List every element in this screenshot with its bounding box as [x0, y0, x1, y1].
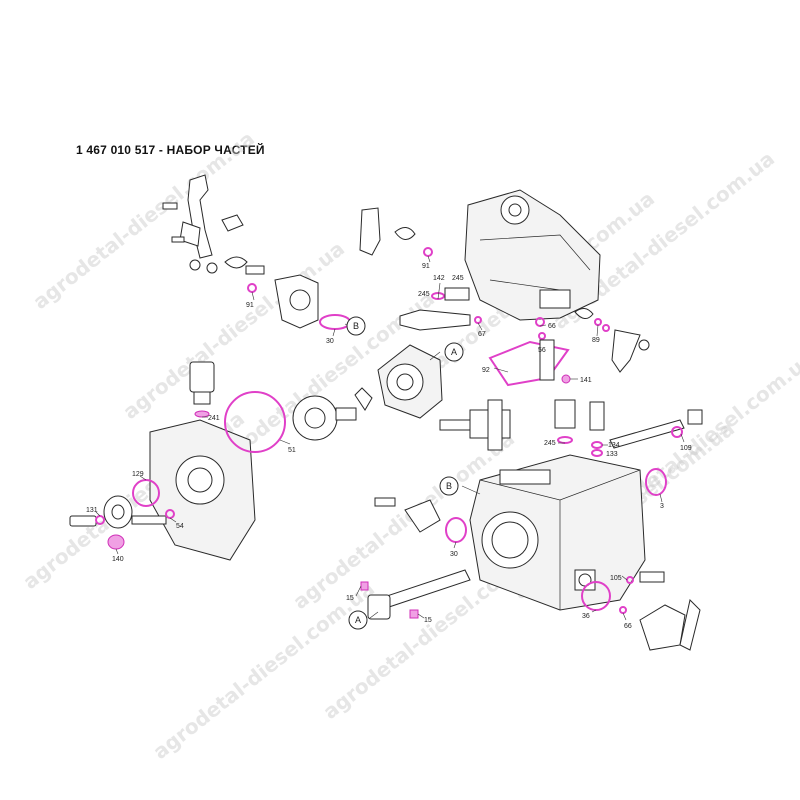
part-label: 30 [450, 551, 458, 558]
callout-B-upper: B [346, 316, 366, 336]
part-label: 89 [592, 337, 600, 344]
cover-gasket [488, 339, 571, 387]
callout-B-lower: B [439, 476, 459, 496]
key-15-upper [360, 581, 369, 591]
part-label: 105 [610, 575, 622, 582]
part-label: 142 [433, 275, 445, 282]
center-valves [439, 399, 703, 496]
part-label: 245 [452, 275, 464, 282]
part-label: 91 [246, 302, 254, 309]
seal-89a [594, 318, 602, 326]
seal-89b [602, 324, 610, 332]
part-label: 15 [424, 617, 432, 624]
cam-ring [377, 344, 443, 419]
governor-cover-assembly [359, 189, 650, 373]
part-label: 15 [346, 595, 354, 602]
part-label: 129 [132, 471, 144, 478]
seal-141 [561, 374, 571, 384]
pump-body [469, 454, 646, 611]
seal-66-lower [619, 606, 627, 614]
seal-30-lower [445, 517, 467, 543]
part-label: 51 [288, 447, 296, 454]
drive-shaft [360, 569, 471, 620]
part-label: 66 [624, 623, 632, 630]
seal-30-upper [319, 314, 351, 330]
part-label: 92 [482, 367, 490, 374]
left-fittings [69, 479, 175, 550]
seal-133 [591, 449, 603, 457]
solenoid-and-head [149, 361, 373, 561]
seal-3 [645, 468, 667, 496]
callout-A-lower: A [348, 610, 368, 630]
key-15-lower [409, 609, 419, 619]
part-label: 131 [86, 507, 98, 514]
part-label: 133 [606, 451, 618, 458]
part-label: 56 [538, 347, 546, 354]
part-label: 140 [112, 556, 124, 563]
seal-91-left [247, 283, 257, 293]
part-label: 245 [418, 291, 430, 298]
part-label: 54 [176, 523, 184, 530]
callout-letter: A [355, 615, 361, 625]
part-label: 91 [422, 263, 430, 270]
leader-lines [95, 255, 685, 621]
seal-140 [107, 534, 125, 550]
part-label: 241 [208, 415, 220, 422]
part-label: 3 [660, 503, 664, 510]
diagram-title: 1 467 010 517 - НАБОР ЧАСТЕЙ [76, 143, 265, 157]
seal-91-right [423, 247, 433, 257]
seal-245-center [557, 436, 573, 444]
part-label: 66 [548, 323, 556, 330]
part-label: 109 [680, 445, 692, 452]
callout-A-upper: A [444, 342, 464, 362]
part-label: 36 [582, 613, 590, 620]
seal-134 [591, 441, 603, 449]
part-label: 245 [544, 440, 556, 447]
lever-assembly [162, 174, 351, 330]
part-label: 67 [478, 331, 486, 338]
callout-letter: A [451, 347, 457, 357]
part-label: 134 [608, 442, 620, 449]
watermark-text: agrodetal-diesel.com.ua [148, 576, 379, 764]
callout-letter: B [353, 321, 359, 331]
seal-109 [671, 426, 683, 438]
seal-51 [224, 391, 286, 453]
part-label: 141 [580, 377, 592, 384]
part-label: 30 [326, 338, 334, 345]
callout-letter: B [446, 481, 452, 491]
seal-241 [194, 410, 210, 418]
seal-56 [538, 332, 546, 340]
part-labels: 91 30 91 142 245 245 67 66 56 89 92 141 … [86, 263, 692, 630]
